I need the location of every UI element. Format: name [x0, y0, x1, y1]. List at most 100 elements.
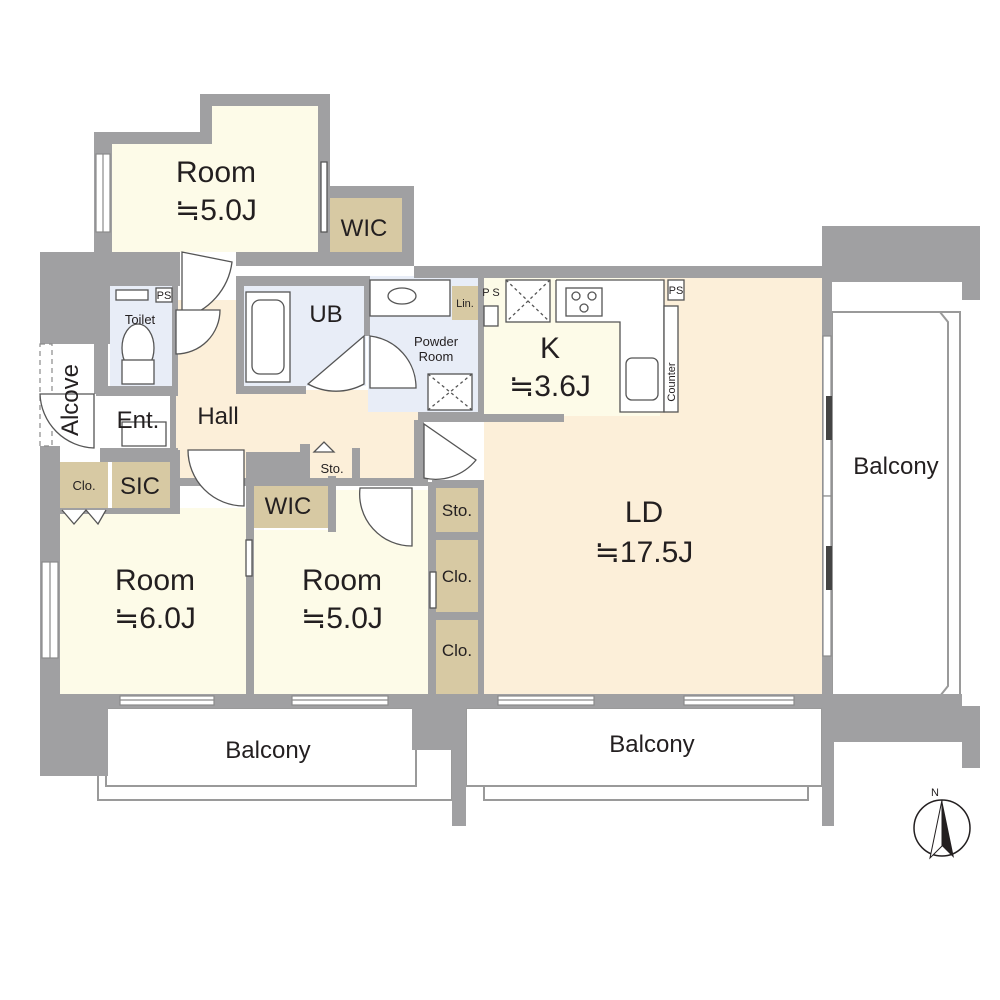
wall-ld-store-top [432, 480, 484, 488]
balcony-south-center-rail [483, 786, 809, 801]
wall-sic-right [170, 450, 180, 512]
wall-west-upper [40, 252, 110, 344]
wall-wic-north-top [318, 186, 412, 198]
fixtures [115, 279, 685, 413]
alcove-label: Alcove [57, 364, 84, 436]
room-west-name: Room [115, 564, 195, 597]
wall-ent-right [170, 396, 176, 462]
clo-west-block [60, 462, 108, 508]
wall-east-lower [822, 694, 834, 826]
clo-ld-2-label: Clo. [442, 641, 472, 660]
door-toilet [175, 309, 221, 355]
wall-powder-bottom [418, 412, 484, 422]
wall-ne-block [822, 226, 962, 282]
wall-ub-bottom [236, 386, 306, 394]
clo-ld-1-label: Clo. [442, 567, 472, 586]
kitchen-name: K [540, 332, 560, 365]
door-sto-hall [312, 441, 336, 453]
counter-bar [663, 305, 679, 413]
washer-pan [427, 373, 473, 411]
wall-ent-divider [100, 448, 178, 462]
room-north-name: Room [176, 156, 256, 189]
ld-size: ≒17.5J [595, 536, 694, 569]
north-arrow-icon: N [913, 787, 971, 860]
wall-sto-hall-top [300, 444, 310, 484]
counter-label: Counter [666, 362, 678, 401]
wall-ne-pillar [962, 226, 980, 300]
room-center-name: Room [302, 564, 382, 597]
toilet-tank [115, 289, 149, 301]
wic-north-block [330, 198, 402, 256]
ps-box-toilet [155, 287, 173, 303]
entrance-label: Ent. [117, 407, 160, 434]
wall-toilet-right [172, 284, 178, 394]
wall-toilet-bottom [96, 386, 178, 396]
wall-west-block [94, 344, 108, 394]
ps-box-kitchen-left [483, 305, 499, 327]
ld-name: LD [625, 496, 663, 529]
sto-ld-block [434, 488, 480, 532]
ps-toilet-label: PS [157, 290, 172, 302]
wall-wic-center-top [246, 452, 308, 482]
wall-south-pillar-down [452, 694, 466, 826]
wall-se-pillar [962, 706, 980, 768]
ub-label: UB [309, 301, 342, 328]
wall-wic-north-right [402, 186, 414, 266]
room-north-floor [112, 104, 320, 252]
door-west-room-side [245, 539, 253, 577]
room-north-size: ≒5.0J [175, 194, 257, 227]
door-powder [369, 335, 417, 389]
ps-box-kitchen [667, 279, 685, 301]
balcony-east-rail [939, 311, 949, 697]
wall-hall-lower-right [414, 420, 424, 484]
wic-center-label: WIC [265, 493, 312, 520]
wall-ld-store-div2 [432, 612, 482, 620]
kitchen-size: ≒3.6J [509, 370, 591, 403]
wall-ld-store-div1 [432, 532, 482, 540]
walls [40, 94, 980, 826]
wall-kitchen-divider [480, 414, 564, 422]
clo-ld-2-block [434, 620, 480, 694]
powder-room-label-2: Room [419, 349, 454, 364]
door-ent-inner [121, 421, 167, 447]
room-center-size: ≒5.0J [301, 602, 383, 635]
linen-block [452, 286, 478, 320]
wall-ub-left [236, 276, 244, 392]
compass-north-label: N [931, 787, 939, 799]
wic-north-label: WIC [341, 215, 388, 242]
wall-north-room-left-step [200, 94, 212, 144]
room-west-size: ≒6.0J [114, 602, 196, 635]
door-ld [423, 422, 477, 480]
labels: Room ≒5.0J WIC UB Powder Room Lin. Toile… [57, 156, 939, 764]
linen-label: Lin. [456, 298, 474, 310]
door-center-room [359, 487, 413, 547]
ps-kitchen-right-label: PS [669, 285, 684, 297]
door-wic-north [320, 161, 328, 233]
balcony-south-west-label: Balcony [225, 737, 310, 764]
wall-ld-store-right [478, 482, 484, 696]
storage-blocks [60, 198, 480, 694]
wall-top-long [414, 266, 824, 278]
wic-center-block [254, 482, 328, 528]
sto-ld-label: Sto. [442, 501, 472, 520]
wall-se-block [822, 694, 962, 742]
hall-floor [176, 300, 418, 478]
sic-block [112, 462, 170, 508]
sto-hall-label: Sto. [320, 461, 343, 476]
wall-powder-right [478, 276, 484, 416]
ps-kitchen-left-label: P S [482, 287, 500, 299]
door-ub [306, 334, 365, 392]
clo-ld-1-block [434, 540, 480, 612]
door-west-room [187, 449, 245, 507]
balcony-east-label: Balcony [853, 453, 938, 480]
door-entrance [39, 393, 95, 449]
kitchen-sink [625, 357, 659, 401]
door-clo-west [61, 509, 107, 526]
wall-ub-top [236, 276, 368, 286]
hall-label: Hall [197, 403, 238, 430]
room-west-floor [60, 508, 246, 694]
doors [39, 161, 477, 609]
toilet-label: Toilet [125, 312, 156, 327]
east-window-mullions [826, 396, 832, 590]
